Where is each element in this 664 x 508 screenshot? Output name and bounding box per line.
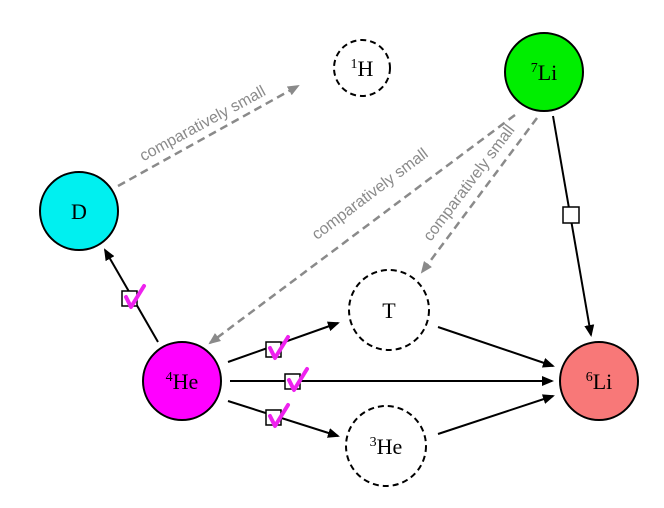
node-li6: 6Li [559, 341, 639, 421]
arrow-t-to-li6 [437, 326, 555, 368]
node-h1: 1H [333, 39, 391, 97]
checkmark-icon [124, 284, 146, 309]
node-t-label: T [382, 298, 396, 323]
svg-text:4He: 4He [166, 369, 199, 394]
node-h1-sup: 1 [351, 57, 358, 72]
node-he3-label: He [377, 434, 403, 459]
node-d-label: D [71, 199, 87, 224]
checkmark-icon [287, 367, 309, 392]
checkmark-icon [268, 335, 290, 360]
svg-text:1H: 1H [351, 56, 374, 81]
node-t: T [348, 269, 430, 351]
svg-text:6Li: 6Li [586, 369, 613, 394]
node-li6-label: Li [593, 369, 613, 394]
node-li7-circle [504, 32, 584, 112]
arrow-li7-to-he4 [208, 113, 516, 345]
checkmark-icon [268, 403, 290, 428]
svg-text:7Li: 7Li [531, 60, 558, 85]
node-t-circle [348, 269, 430, 351]
node-he4-sup: 4 [166, 370, 173, 385]
node-he4-label: He [173, 369, 199, 394]
node-he4: 4He [142, 341, 222, 421]
arrow-li7-to-li6 [552, 115, 595, 337]
edge-label-li7-to-he4: comparatively small [309, 145, 431, 243]
checked-box-he4-to-li6 [284, 367, 309, 392]
svg-text:3He: 3He [370, 434, 403, 459]
node-li6-circle [559, 341, 639, 421]
node-li6-sup: 6 [586, 370, 593, 385]
node-li7-sup: 7 [531, 61, 538, 76]
empty-box-icon [562, 206, 580, 224]
node-h1-label: H [358, 56, 374, 81]
node-d-circle [39, 171, 119, 251]
arrow-li7-to-t [420, 117, 539, 274]
checked-box-he4-to-d [121, 284, 146, 309]
edge-label-d-to-h1: comparatively small [137, 83, 269, 165]
arrow-he4-to-he3 [227, 400, 340, 438]
checked-box-he4-to-t [265, 335, 290, 360]
node-he3-circle [345, 405, 427, 487]
edge-label-li7-to-t: comparatively small [420, 122, 518, 244]
node-d: D [39, 171, 119, 251]
node-li7-label: Li [538, 60, 558, 85]
arrow-d-to-h1 [117, 84, 300, 188]
arrow-he3-to-li6 [437, 394, 555, 435]
node-li7: 7Li [504, 32, 584, 112]
checked-box-he4-to-he3 [265, 403, 290, 428]
node-he3: 3He [345, 405, 427, 487]
node-h1-circle [333, 39, 391, 97]
node-he4-circle [142, 341, 222, 421]
node-he3-sup: 3 [370, 435, 377, 450]
